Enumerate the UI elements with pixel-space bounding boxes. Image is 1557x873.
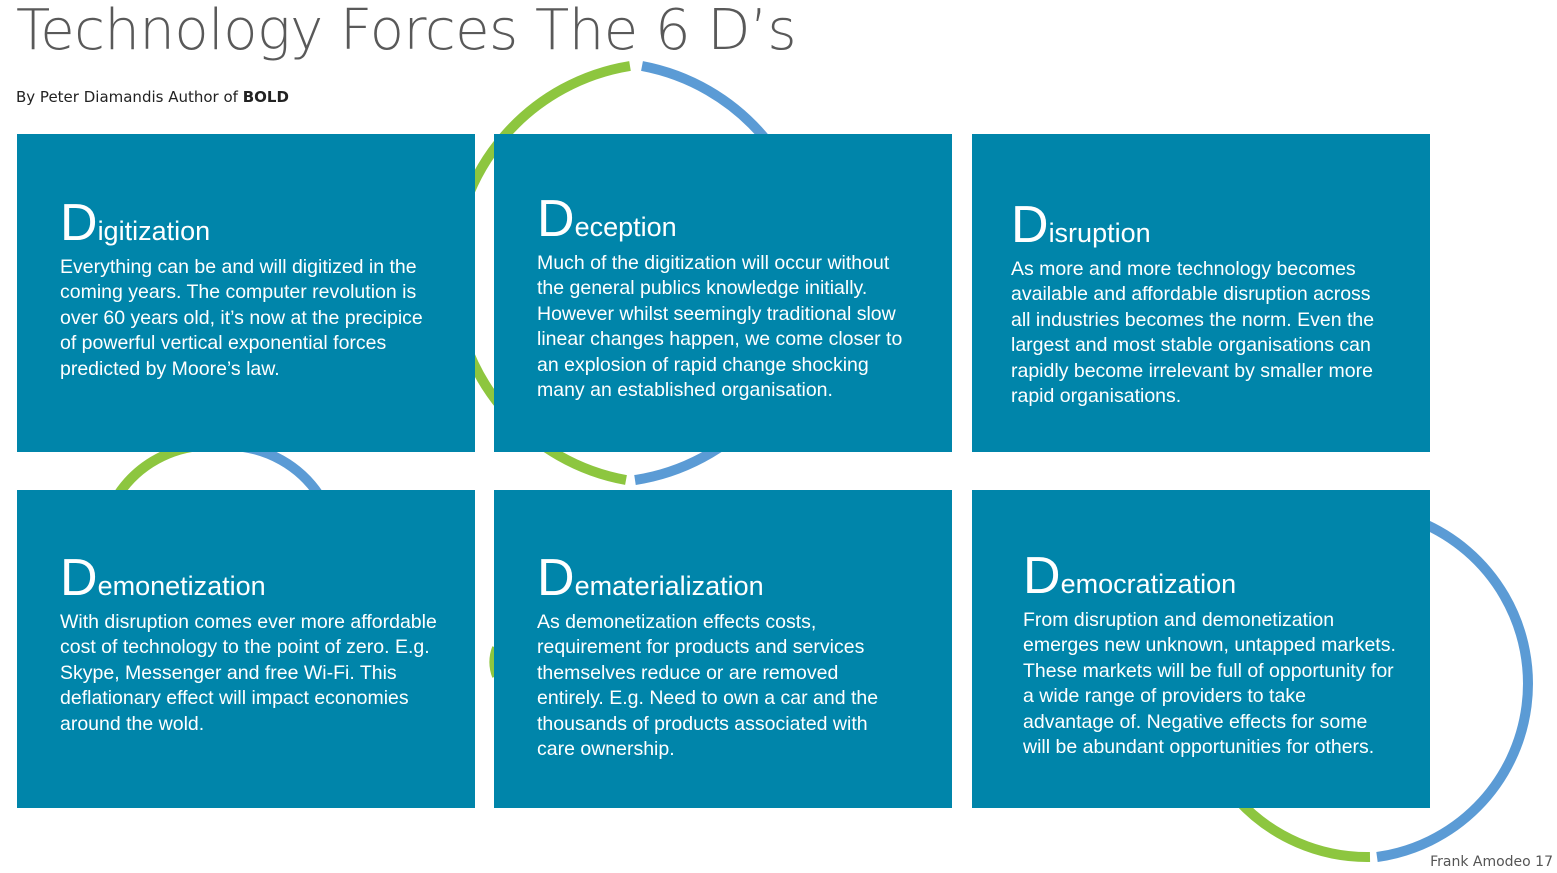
card-title-rest: igitization <box>97 216 211 246</box>
card-body: Much of the digitization will occur with… <box>537 252 903 402</box>
card-disruption: Disruption As more and more technology b… <box>972 134 1430 452</box>
ring-right-blue-arc <box>1376 517 1533 862</box>
card-title: Digitization <box>60 197 210 249</box>
card-title-rest: emonetization <box>97 571 266 601</box>
slide-footer: Frank Amodeo 17 <box>1430 854 1553 870</box>
page-title: Technology Forces The 6 D’s <box>16 0 797 63</box>
card-title: Dematerialization <box>537 552 764 604</box>
card-title-initial: D <box>60 194 98 252</box>
card-title-initial: D <box>1011 196 1049 254</box>
card-title-initial: D <box>537 549 575 607</box>
card-body: Everything can be and will digitized in … <box>60 256 423 380</box>
byline: By Peter Diamandis Author of BOLD <box>16 88 289 106</box>
ring-left-green-arc <box>113 440 221 498</box>
card-title-initial: D <box>1023 547 1061 605</box>
card-title: Demonetization <box>60 552 266 604</box>
card-dematerialization: Dematerialization As demonetization effe… <box>494 490 952 808</box>
card-body: As demonetization effects costs, require… <box>537 611 879 761</box>
card-title-rest: ematerialization <box>574 571 764 601</box>
book-title: BOLD <box>242 88 289 106</box>
card-title-initial: D <box>60 549 98 607</box>
card-deception: Deception Much of the digitization will … <box>494 134 952 452</box>
card-title-rest: emocratization <box>1060 569 1237 599</box>
card-title-rest: isruption <box>1048 218 1151 248</box>
card-title: Deception <box>537 193 677 245</box>
byline-text: By Peter Diamandis Author of <box>16 88 238 106</box>
ring-right-green-arc <box>1234 796 1371 863</box>
card-title-initial: D <box>537 190 575 248</box>
card-title: Democratization <box>1023 550 1236 602</box>
card-title-rest: eception <box>574 212 677 242</box>
card-digitization: Digitization Everything can be and will … <box>17 134 475 452</box>
card-body: From disruption and demonetization emerg… <box>1023 609 1396 759</box>
card-democratization: Democratization From disruption and demo… <box>972 490 1430 808</box>
card-title: Disruption <box>1011 199 1151 251</box>
ring-left-blue-arc <box>231 441 324 498</box>
card-demonetization: Demonetization With disruption comes eve… <box>17 490 475 808</box>
card-body: As more and more technology becomes avai… <box>1011 258 1375 408</box>
card-body: With disruption comes ever more affordab… <box>60 611 437 735</box>
